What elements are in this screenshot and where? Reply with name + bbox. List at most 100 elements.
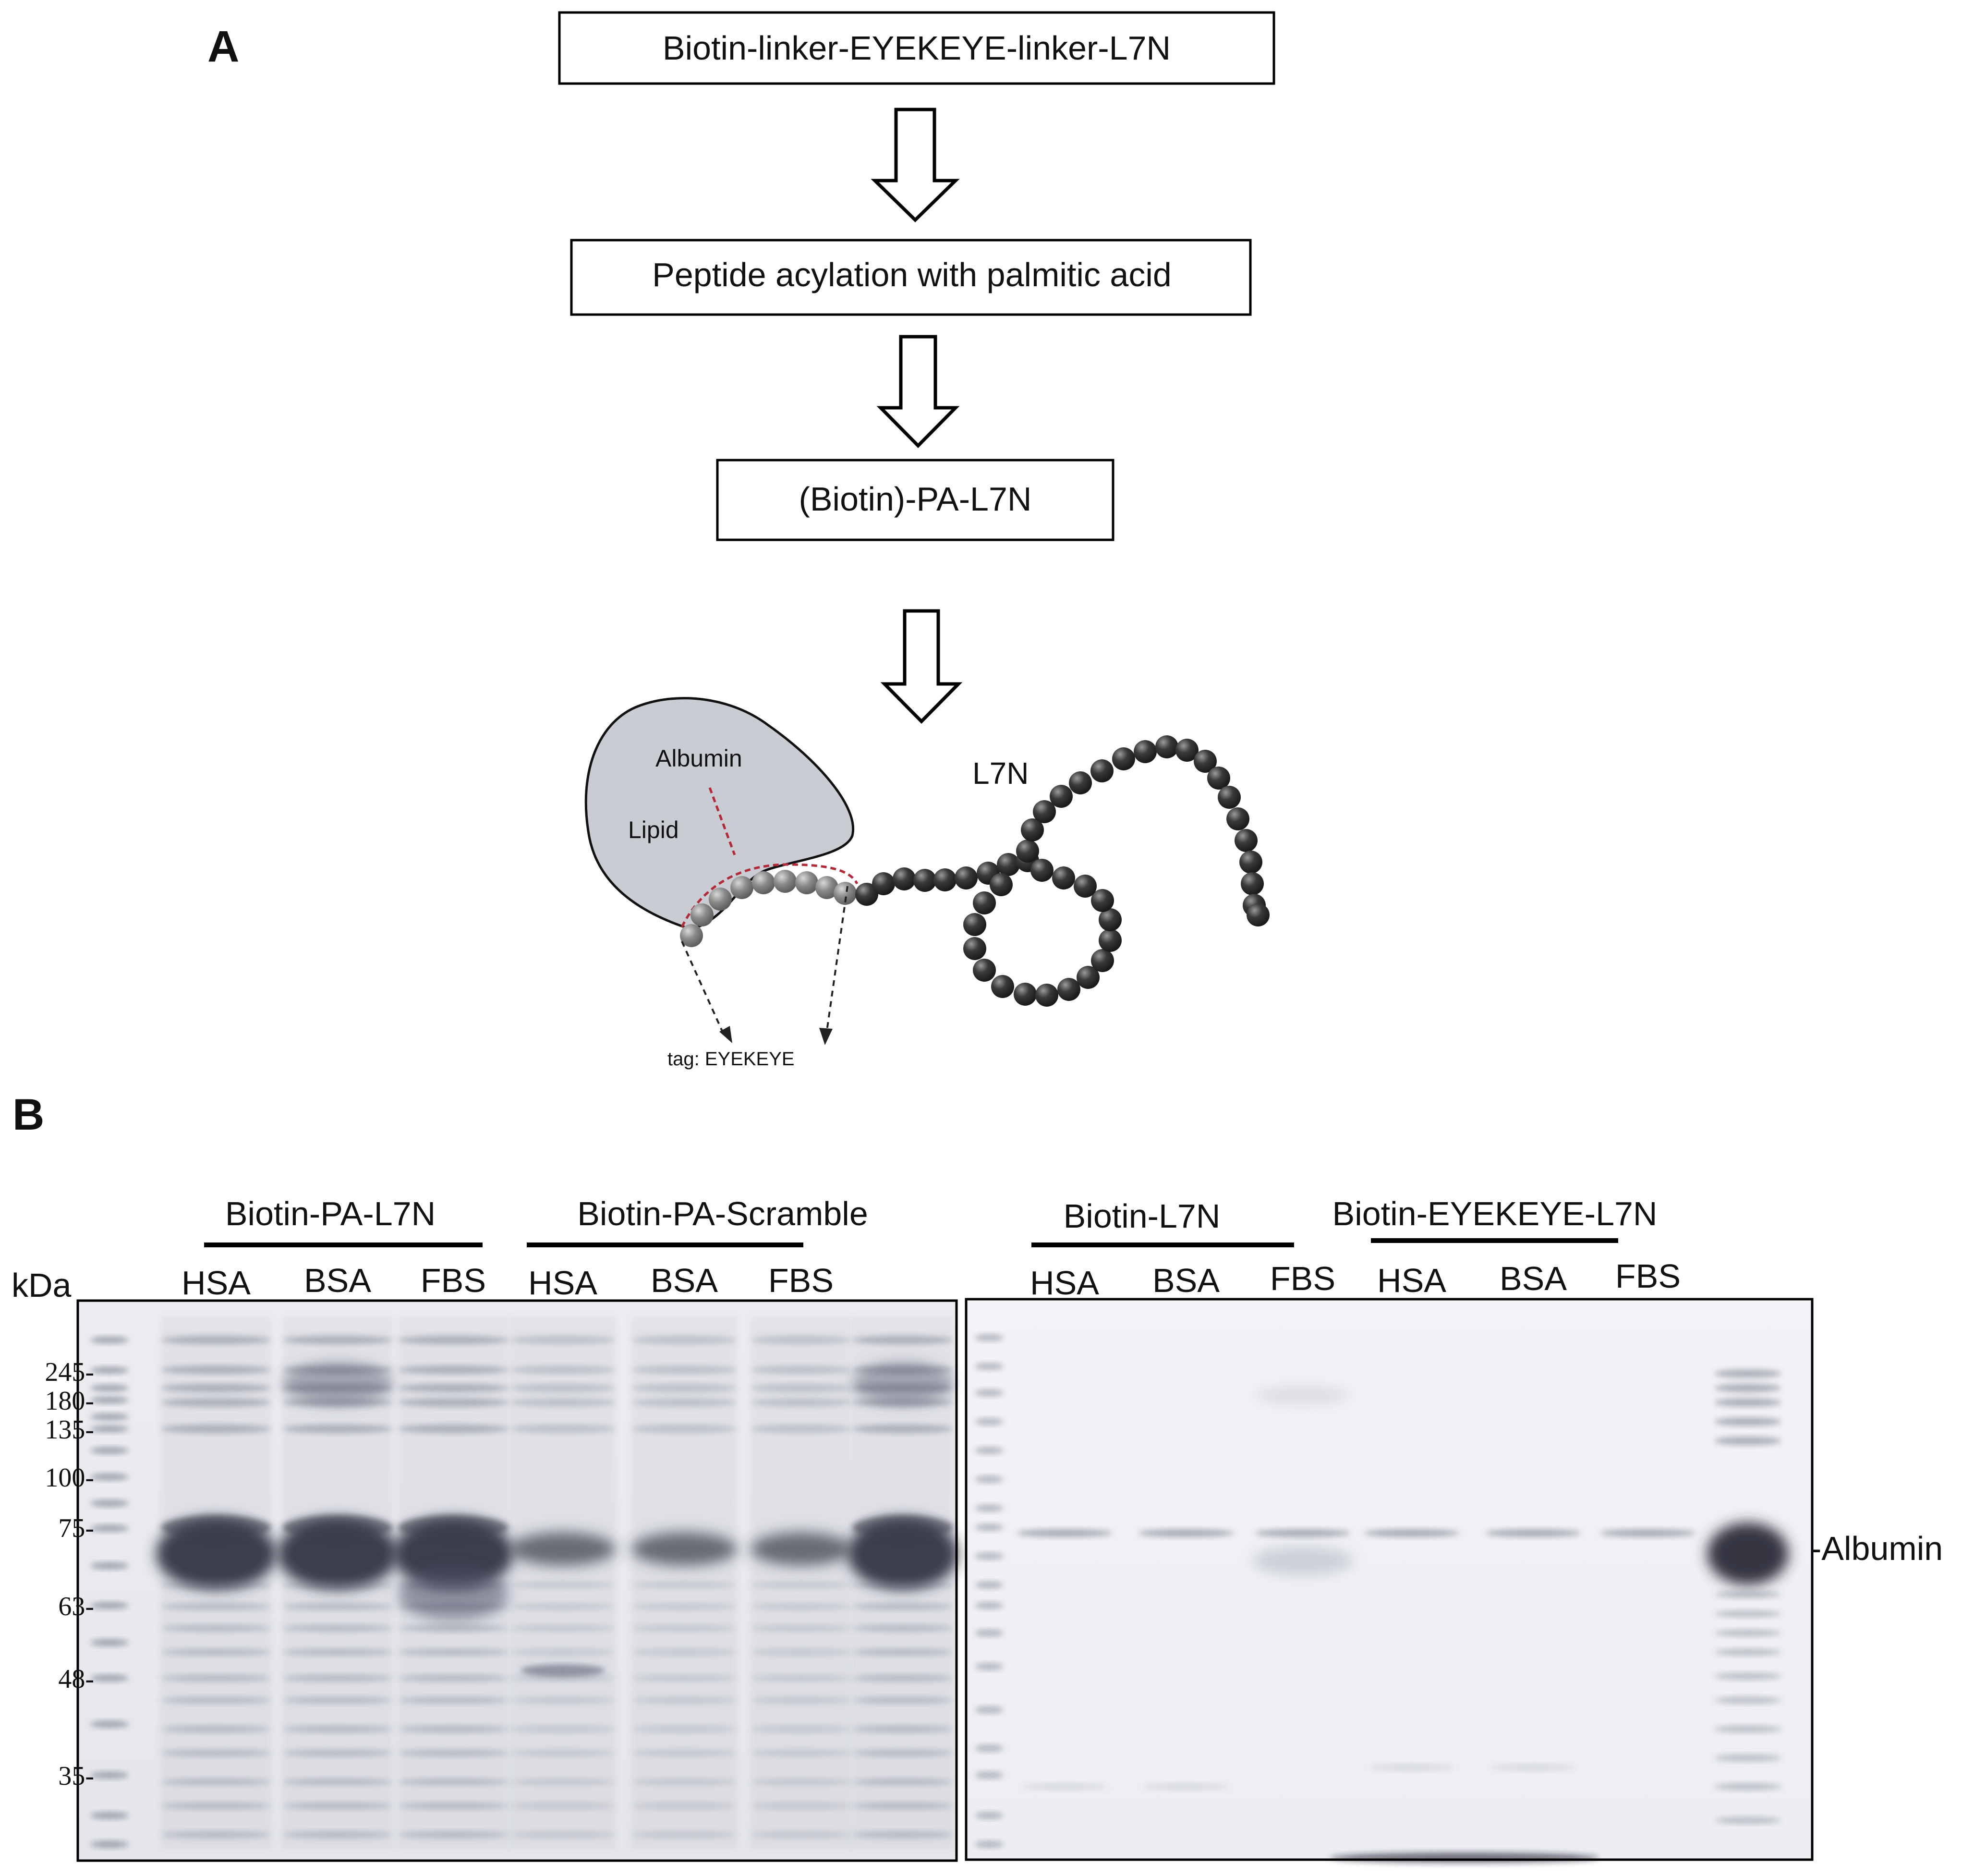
down-arrow-icon	[871, 108, 960, 222]
protein-band	[631, 1649, 737, 1656]
protein-band	[852, 1779, 953, 1785]
ladder-band	[90, 1772, 129, 1779]
lane-label: HSA	[1377, 1262, 1446, 1299]
protein-band	[398, 1336, 509, 1344]
protein-band	[398, 1398, 509, 1407]
peptide-bead	[1241, 872, 1264, 895]
ladder-band	[975, 1505, 1004, 1511]
protein-band	[631, 1603, 737, 1610]
protein-band	[398, 1515, 509, 1539]
ladder-band	[90, 1841, 129, 1848]
protein-band	[398, 1831, 509, 1838]
gel-left-frame	[76, 1299, 958, 1862]
ladder-band	[975, 1630, 1004, 1636]
protein-band	[852, 1336, 953, 1344]
protein-band	[631, 1675, 737, 1681]
ladder-band	[90, 1525, 129, 1532]
protein-band	[161, 1750, 271, 1756]
protein-band	[282, 1625, 393, 1632]
gel-left	[76, 1299, 958, 1862]
protein-band	[1714, 1369, 1781, 1378]
protein-band	[751, 1726, 851, 1732]
peptide-bead	[1090, 759, 1114, 782]
protein-band	[1714, 1783, 1781, 1790]
protein-band	[1714, 1649, 1781, 1656]
l7n-text: L7N	[972, 756, 1029, 791]
peptide-chain	[680, 735, 1270, 1007]
albumin-band	[1364, 1529, 1460, 1537]
peptide-bead	[1077, 966, 1100, 989]
protein-band	[631, 1750, 737, 1756]
albumin-band	[1485, 1529, 1581, 1537]
flow-step-2: Peptide acylation with palmitic acid	[570, 239, 1252, 316]
ladder-band	[975, 1363, 1004, 1370]
flow-step-3-text: (Biotin)-PA-L7N	[799, 480, 1032, 518]
ladder-band	[975, 1745, 1004, 1752]
protein-band	[510, 1384, 616, 1392]
protein-band	[631, 1336, 737, 1344]
marker-labels: 245- 180- 135- 100- 75- 63- 48- 35-	[45, 1357, 94, 1791]
lane-label: BSA	[651, 1262, 718, 1299]
protein-band	[1369, 1765, 1455, 1770]
marker-label: 63-	[58, 1592, 94, 1621]
protein-band	[1714, 1384, 1781, 1392]
panel-b-label: B	[12, 1090, 44, 1139]
flow-box-2	[570, 239, 1252, 316]
peptide-bead	[1030, 859, 1054, 882]
peptide-bead	[997, 853, 1020, 876]
protein-band	[398, 1779, 509, 1785]
protein-band	[161, 1515, 271, 1539]
protein-band	[510, 1336, 616, 1344]
protein-band	[852, 1675, 953, 1681]
ladder-band	[90, 1413, 129, 1420]
peptide-bead	[1239, 851, 1262, 874]
flow-step-2-text: Peptide acylation with palmitic acid	[652, 256, 1172, 293]
protein-band	[161, 1831, 271, 1838]
lane-label: HSA	[528, 1264, 597, 1302]
protein-band	[398, 1649, 509, 1656]
protein-band	[852, 1362, 953, 1405]
peptide-bead	[1074, 875, 1097, 898]
ladder-band	[975, 1706, 1004, 1713]
peptide-bead	[815, 876, 838, 899]
flow-step-1-text: Biotin-linker-EYEKEYE-linker-L7N	[663, 29, 1171, 67]
ladder-band	[90, 1812, 129, 1819]
gel-left-bands	[90, 1316, 958, 1849]
gel-right-background	[966, 1299, 1812, 1860]
protein-band	[1714, 1726, 1781, 1732]
ladder-band	[90, 1385, 129, 1391]
protein-band	[751, 1425, 851, 1433]
arrowhead-icon	[819, 1028, 833, 1045]
albumin-band	[751, 1532, 851, 1566]
lipid-text: Lipid	[628, 816, 679, 843]
protein-band	[1714, 1437, 1781, 1445]
peptide-bead	[1050, 785, 1073, 808]
protein-band	[161, 1803, 271, 1809]
peptide-bead	[709, 888, 732, 911]
protein-band	[1714, 1673, 1781, 1680]
flow-box-3	[716, 459, 1114, 541]
arrowhead-icon	[719, 1026, 732, 1043]
protein-band	[1714, 1817, 1781, 1824]
marker-label: 75-	[58, 1513, 94, 1543]
peptide-bead	[1035, 984, 1058, 1007]
ladder-band	[90, 1562, 129, 1569]
protein-band	[282, 1779, 393, 1785]
flow-step-1: Biotin-linker-EYEKEYE-linker-L7N	[558, 11, 1275, 85]
protein-band	[852, 1603, 953, 1610]
protein-band	[398, 1425, 509, 1433]
peptide-bead	[991, 975, 1014, 998]
peptide-bead	[752, 871, 775, 894]
ladder-band	[975, 1524, 1004, 1531]
lipid-pointer-line	[708, 787, 736, 855]
albumin-band	[1255, 1529, 1351, 1537]
peptide-bead	[855, 883, 878, 906]
protein-band	[398, 1365, 509, 1374]
protein-band	[631, 1398, 737, 1407]
protein-band	[398, 1384, 509, 1392]
binding-pocket-outline	[680, 863, 859, 928]
protein-band	[1714, 1398, 1781, 1407]
peptide-bead	[933, 868, 957, 891]
protein-band	[282, 1603, 393, 1610]
protein-band	[1714, 1754, 1781, 1761]
